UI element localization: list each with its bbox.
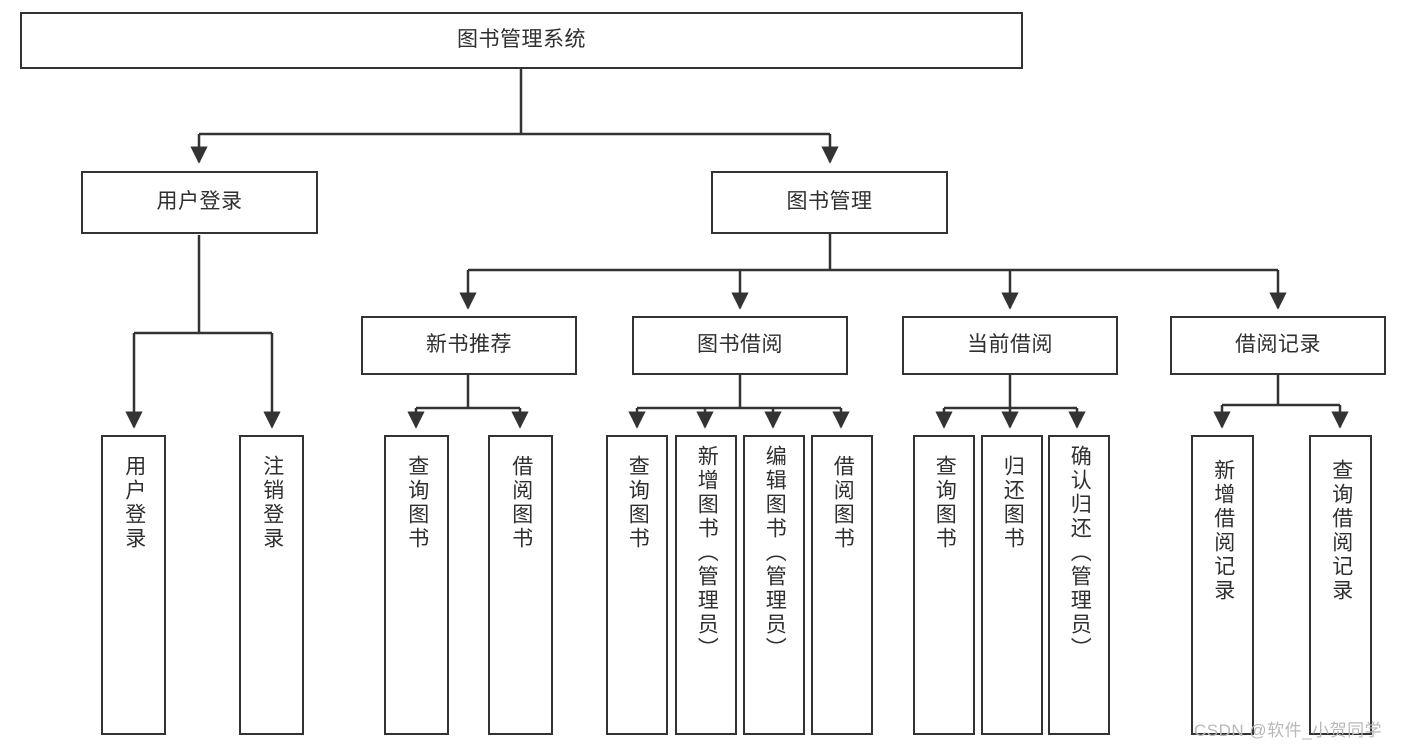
node-label: 查询图书 (626, 455, 650, 551)
node-leaf-query-book-3[interactable]: 查询图书 (913, 435, 975, 735)
node-label: 用户登录 (156, 190, 243, 214)
node-new-book-recommend[interactable]: 新书推荐 (361, 316, 577, 375)
node-label: 新增借阅记录 (1211, 459, 1235, 603)
node-label: 归还图书 (1001, 455, 1025, 551)
node-leaf-user-login[interactable]: 用户登录 (101, 435, 166, 735)
node-label: 编辑图书（管理员） (763, 445, 787, 661)
node-borrow-record[interactable]: 借阅记录 (1170, 316, 1386, 375)
node-leaf-add-record[interactable]: 新增借阅记录 (1191, 435, 1254, 735)
node-label: 新书推荐 (426, 333, 512, 357)
node-leaf-return-book[interactable]: 归还图书 (981, 435, 1043, 735)
node-label: 图书管理 (786, 190, 873, 214)
node-label: 借阅图书 (831, 455, 855, 551)
node-label: 用户登录 (122, 455, 146, 551)
node-leaf-query-book-2[interactable]: 查询图书 (606, 435, 668, 735)
node-label: 确认归还（管理员） (1068, 445, 1092, 661)
node-label: 借阅记录 (1235, 333, 1321, 357)
node-user-login[interactable]: 用户登录 (81, 171, 318, 234)
node-label: 查询借阅记录 (1329, 459, 1353, 603)
node-leaf-logout-login[interactable]: 注销登录 (239, 435, 304, 735)
csdn-watermark: CSDN @软件_小贺同学 (1194, 721, 1383, 740)
node-label: 查询图书 (405, 455, 429, 551)
node-leaf-add-book[interactable]: 新增图书（管理员） (675, 435, 737, 735)
node-leaf-edit-book[interactable]: 编辑图书（管理员） (743, 435, 805, 735)
node-label: 借阅图书 (509, 455, 533, 551)
node-label: 查询图书 (933, 455, 957, 551)
node-label: 图书管理系统 (457, 28, 586, 52)
node-book-management[interactable]: 图书管理 (711, 171, 948, 234)
node-label: 图书借阅 (697, 333, 783, 357)
node-book-management-system[interactable]: 图书管理系统 (20, 12, 1023, 69)
node-leaf-confirm-return[interactable]: 确认归还（管理员） (1048, 435, 1110, 735)
node-leaf-borrow-book-1[interactable]: 借阅图书 (488, 435, 553, 735)
node-book-borrow[interactable]: 图书借阅 (632, 316, 848, 375)
node-label: 当前借阅 (967, 333, 1053, 357)
node-label: 新增图书（管理员） (695, 445, 719, 661)
node-current-borrow[interactable]: 当前借阅 (902, 316, 1118, 375)
node-leaf-query-book-1[interactable]: 查询图书 (384, 435, 449, 735)
node-label: 注销登录 (260, 455, 284, 551)
node-leaf-borrow-book-2[interactable]: 借阅图书 (811, 435, 873, 735)
node-leaf-query-record[interactable]: 查询借阅记录 (1309, 435, 1372, 735)
